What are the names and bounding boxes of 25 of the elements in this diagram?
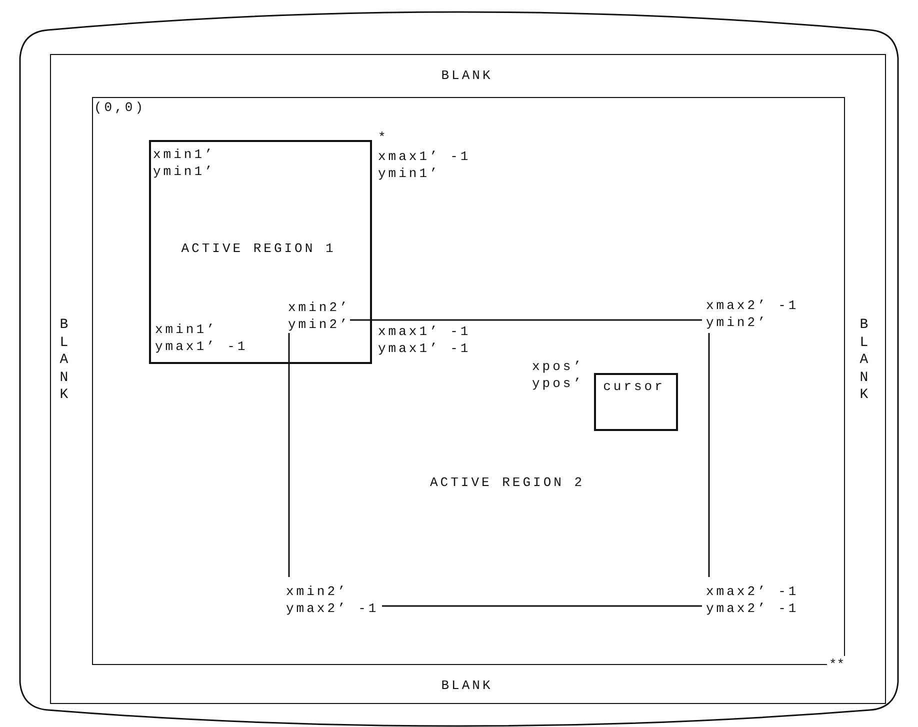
connector-line — [708, 333, 710, 577]
coordinate-label: xmin1’ ymin1’ — [153, 146, 216, 180]
coordinate-label: xpos’ ypos’ — [532, 358, 585, 392]
origin-label: (0,0) — [94, 99, 146, 116]
cursor-label: cursor — [602, 378, 666, 395]
corner-mark: * — [378, 129, 388, 146]
region-title: ACTIVE REGION 1 — [180, 240, 337, 257]
connector-line — [382, 605, 702, 607]
coordinate-label: xmax2’ -1 ymax2’ -1 — [706, 583, 802, 617]
blank-label: BLANK — [440, 677, 494, 694]
cursor-box — [594, 373, 678, 431]
blank-label: BLANK — [858, 317, 870, 404]
display-area-frame — [92, 97, 845, 665]
coordinate-label: xmin1’ ymax1’ -1 — [155, 321, 249, 355]
coordinate-label: xmax2’ -1 ymin2’ — [706, 297, 802, 331]
coordinate-label: xmax1’ -1 ymax1’ -1 — [378, 323, 472, 357]
region-box — [149, 140, 372, 364]
connector-line — [350, 319, 702, 321]
connector-line — [288, 333, 290, 577]
coordinate-label: xmin2’ ymax2’ -1 — [286, 583, 382, 617]
blank-label: BLANK — [440, 67, 494, 84]
coordinate-label: xmin2’ ymin2’ — [288, 299, 352, 333]
coordinate-label: xmax1’ -1 ymin1’ — [378, 148, 472, 182]
blank-label: BLANK — [58, 317, 70, 404]
region-title: ACTIVE REGION 2 — [430, 474, 585, 491]
